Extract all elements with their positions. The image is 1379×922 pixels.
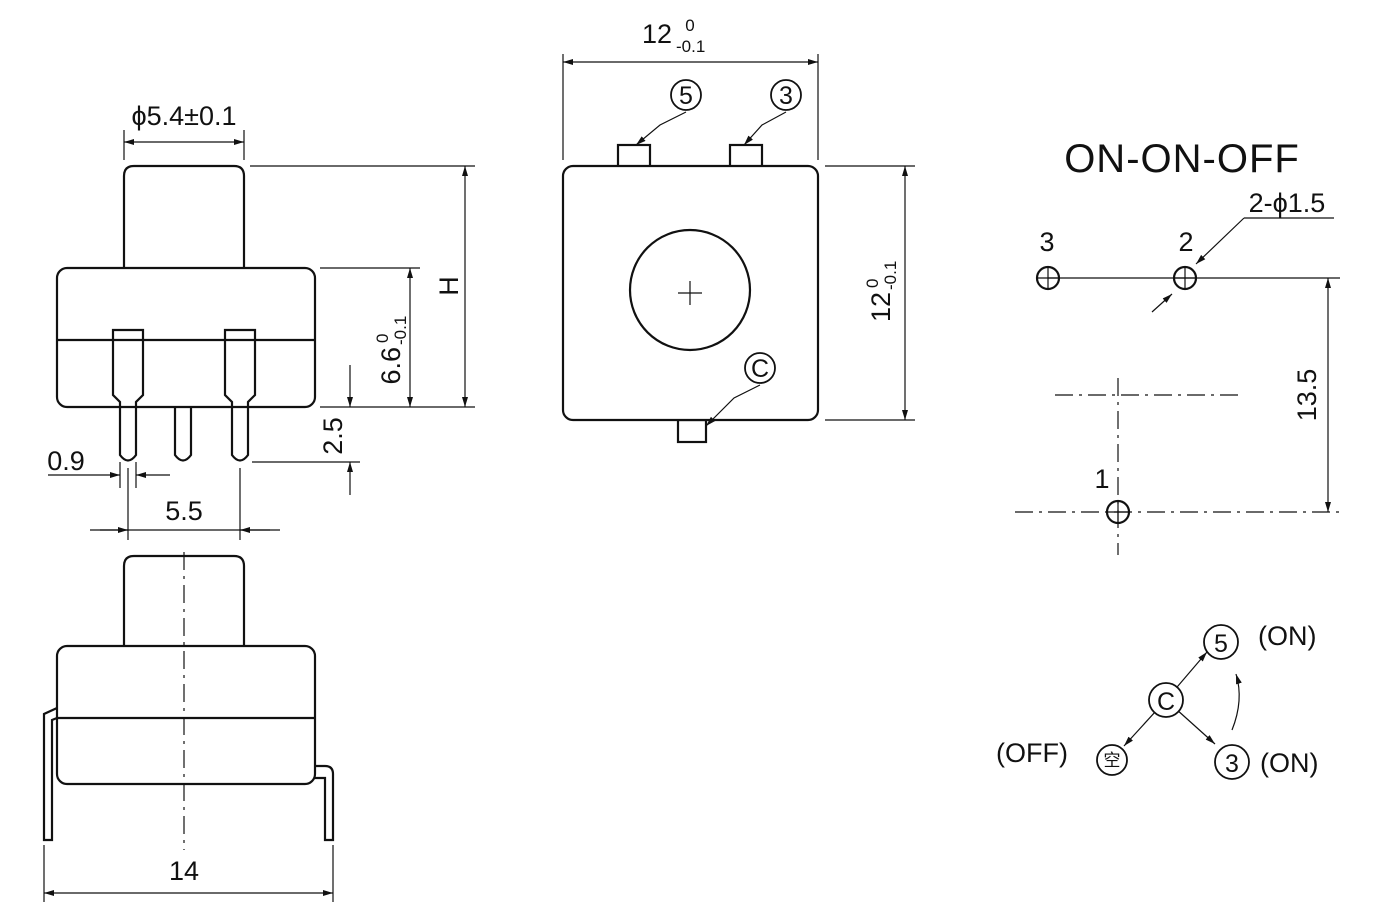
terminal-5-callout: 5: [635, 79, 702, 146]
side-view: ϕ5.4±0.1 H 6.6 0 -0.1 2.5 0.9 5.5: [47, 101, 475, 540]
circuit-symbol: 5 (ON) C 3 (ON) 空 (OFF): [996, 621, 1318, 780]
pin-spacing-label: 13.5: [1292, 369, 1322, 422]
width-label: 14: [169, 856, 199, 886]
terminal-c-callout: C: [705, 352, 776, 427]
top-height-upper-tol: 0: [863, 279, 882, 288]
top-width-lower-tol: -0.1: [676, 37, 705, 56]
top-height-main: 12: [866, 292, 896, 322]
off-label: (OFF): [996, 738, 1068, 768]
pin-width-label: 0.9: [47, 446, 85, 476]
svg-text:5: 5: [679, 82, 693, 110]
top-width-main: 12: [642, 19, 672, 49]
on-label-a: (ON): [1258, 621, 1316, 651]
node-3: 3: [1225, 750, 1239, 778]
on-label-b: (ON): [1260, 748, 1318, 778]
switch-type-title: ON-ON-OFF: [1064, 137, 1300, 181]
node-off: 空: [1104, 751, 1121, 770]
node-c: C: [1157, 688, 1175, 716]
svg-text:3: 3: [779, 82, 793, 110]
terminal-3-callout: 3: [743, 79, 802, 146]
top-view: 5 3 C 12 0 -0.1 12 0 -0.1: [561, 16, 915, 444]
body-height-main: 6.6: [376, 347, 406, 385]
hole-size-label: 2-ϕ1.5: [1249, 188, 1326, 218]
pin-pitch-label: 5.5: [165, 496, 203, 526]
pin-1-label: 1: [1094, 464, 1109, 494]
pin-3-label: 3: [1039, 227, 1054, 257]
pcb-layout: ON-ON-OFF 2-ϕ1.5 3 2 1 13.5: [1015, 137, 1340, 555]
front-view: 14: [42, 552, 335, 902]
node-5: 5: [1214, 630, 1228, 658]
pin-length-label: 2.5: [318, 417, 348, 455]
top-height-lower-tol: -0.1: [881, 261, 900, 290]
diameter-label: ϕ5.4±0.1: [131, 101, 236, 131]
body-height-upper-tol: 0: [373, 334, 392, 343]
height-label: H: [434, 276, 464, 296]
pin-2-label: 2: [1178, 227, 1193, 257]
top-width-upper-tol: 0: [685, 16, 694, 35]
body-height-lower-tol: -0.1: [391, 316, 410, 345]
svg-text:C: C: [751, 355, 769, 383]
